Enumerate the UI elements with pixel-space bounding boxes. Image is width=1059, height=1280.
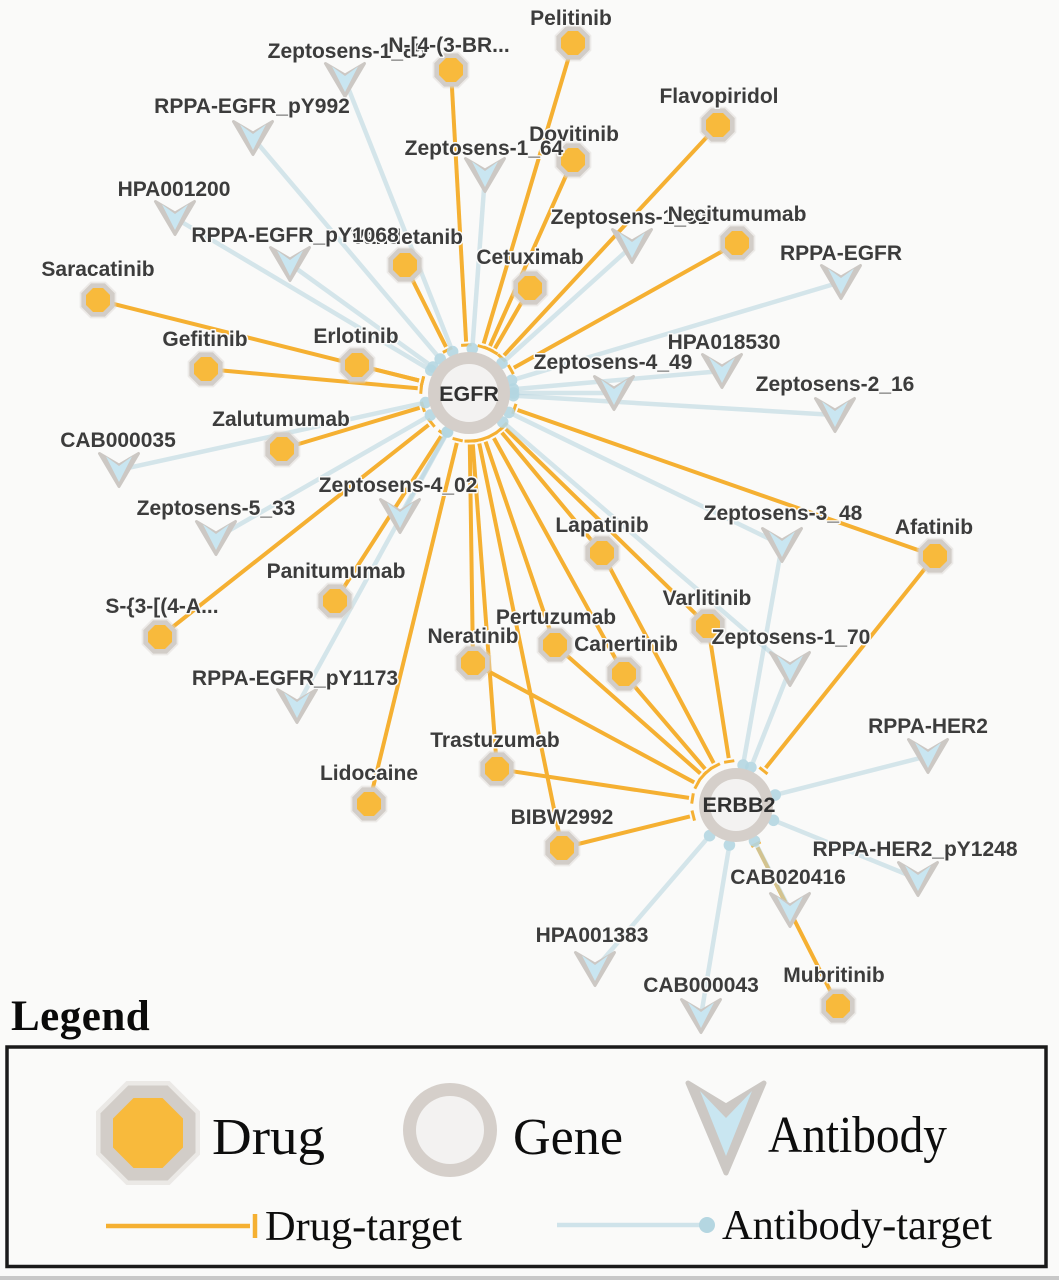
svg-text:Zeptosens-5_33: Zeptosens-5_33 <box>137 497 296 520</box>
svg-text:Zeptosens-1_70: Zeptosens-1_70 <box>712 626 871 649</box>
svg-text:Gene: Gene <box>513 1109 623 1166</box>
svg-text:Gefitinib: Gefitinib <box>162 328 247 351</box>
svg-text:Erlotinib: Erlotinib <box>313 325 398 348</box>
svg-text:Zalutumumab: Zalutumumab <box>212 408 350 431</box>
svg-text:HPA018530: HPA018530 <box>668 331 781 354</box>
svg-text:Pertuzumab: Pertuzumab <box>496 606 616 629</box>
svg-text:Dovitinib: Dovitinib <box>529 123 619 146</box>
svg-text:ERBB2: ERBB2 <box>703 793 776 817</box>
svg-text:Drug-target: Drug-target <box>265 1204 462 1250</box>
svg-text:Zeptosens-4_02: Zeptosens-4_02 <box>319 474 478 497</box>
svg-text:Canertinib: Canertinib <box>574 633 678 656</box>
svg-text:S-{3-[(4-A...: S-{3-[(4-A... <box>105 595 218 618</box>
svg-text:Zeptosens-4_49: Zeptosens-4_49 <box>534 351 693 374</box>
svg-text:RPPA-EGFR: RPPA-EGFR <box>780 242 902 265</box>
svg-text:Panitumumab: Panitumumab <box>267 560 406 583</box>
svg-text:Saracatinib: Saracatinib <box>41 258 154 281</box>
svg-text:Zeptosens-1_85: Zeptosens-1_85 <box>268 40 427 63</box>
svg-text:Trastuzumab: Trastuzumab <box>430 729 560 752</box>
svg-text:Neratinib: Neratinib <box>427 625 518 648</box>
svg-text:Zeptosens-1_31: Zeptosens-1_31 <box>551 206 710 229</box>
svg-text:RPPA-HER2: RPPA-HER2 <box>868 715 988 738</box>
svg-text:Lidocaine: Lidocaine <box>320 762 418 785</box>
svg-text:RPPA-EGFR_pY1068: RPPA-EGFR_pY1068 <box>191 224 399 247</box>
svg-text:CAB020416: CAB020416 <box>730 866 846 889</box>
svg-text:HPA001200: HPA001200 <box>118 178 231 201</box>
svg-text:Mubritinib: Mubritinib <box>783 964 884 987</box>
svg-text:RPPA-EGFR_pY992: RPPA-EGFR_pY992 <box>154 95 350 118</box>
svg-text:CAB000035: CAB000035 <box>60 429 176 452</box>
svg-text:HPA001383: HPA001383 <box>536 924 649 947</box>
svg-text:Drug: Drug <box>212 1109 325 1166</box>
svg-text:Afatinib: Afatinib <box>895 516 973 539</box>
svg-text:Legend: Legend <box>11 993 150 1040</box>
svg-text:N-[4-(3-BR...: N-[4-(3-BR... <box>388 34 509 57</box>
svg-text:Varlitinib: Varlitinib <box>663 587 752 610</box>
svg-text:Lapatinib: Lapatinib <box>555 514 648 537</box>
svg-text:Zeptosens-2_16: Zeptosens-2_16 <box>756 373 915 396</box>
svg-text:RPPA-EGFR_pY1173: RPPA-EGFR_pY1173 <box>192 667 398 690</box>
svg-text:Zeptosens-3_48: Zeptosens-3_48 <box>704 502 863 525</box>
svg-text:RPPA-HER2_pY1248: RPPA-HER2_pY1248 <box>812 838 1017 861</box>
svg-text:Antibody: Antibody <box>768 1107 947 1164</box>
svg-text:Zeptosens-1_64: Zeptosens-1_64 <box>405 137 564 160</box>
svg-text:Cetuximab: Cetuximab <box>476 246 583 269</box>
svg-text:Pelitinib: Pelitinib <box>530 7 612 30</box>
svg-text:CAB000043: CAB000043 <box>643 974 759 997</box>
svg-text:Vandetanib: Vandetanib <box>351 226 463 249</box>
svg-text:Antibody-target: Antibody-target <box>722 1203 992 1249</box>
svg-text:BIBW2992: BIBW2992 <box>511 806 614 829</box>
svg-text:EGFR: EGFR <box>439 382 499 406</box>
svg-text:Flavopiridol: Flavopiridol <box>659 85 778 108</box>
svg-text:Necitumumab: Necitumumab <box>668 203 807 226</box>
